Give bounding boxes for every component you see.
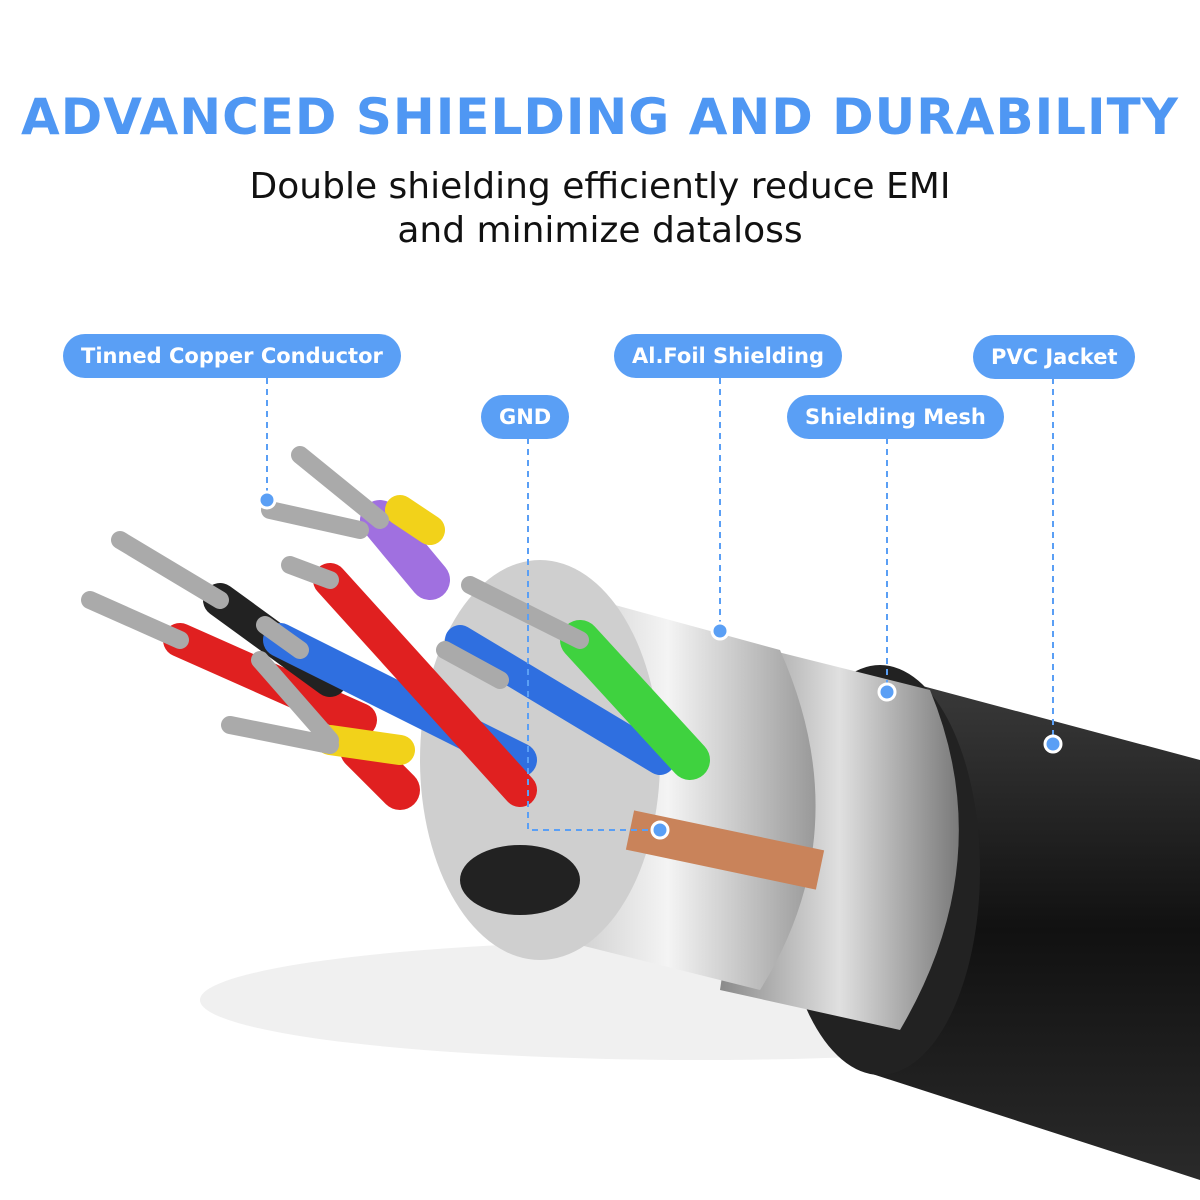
subheading: Double shielding efficiently reduce EMI … (0, 165, 1200, 253)
label-gnd: GND (481, 395, 570, 439)
heading: ADVANCED SHIELDING AND DURABILITY (21, 88, 1179, 146)
label-tinned-copper-conductor: Tinned Copper Conductor (63, 334, 401, 378)
label-pvc-jacket: PVC Jacket (973, 335, 1136, 379)
cable-core-hole (460, 845, 580, 915)
subheading-line-2: and minimize dataloss (397, 210, 803, 251)
subheading-line-1: Double shielding efficiently reduce EMI (249, 166, 951, 207)
label-shielding-mesh: Shielding Mesh (787, 395, 1004, 439)
label-al-foil-shielding: Al.Foil Shielding (614, 334, 842, 378)
copper-strands (81, 446, 589, 754)
callout-lines (266, 378, 1054, 831)
callout-dots (257, 490, 1063, 840)
